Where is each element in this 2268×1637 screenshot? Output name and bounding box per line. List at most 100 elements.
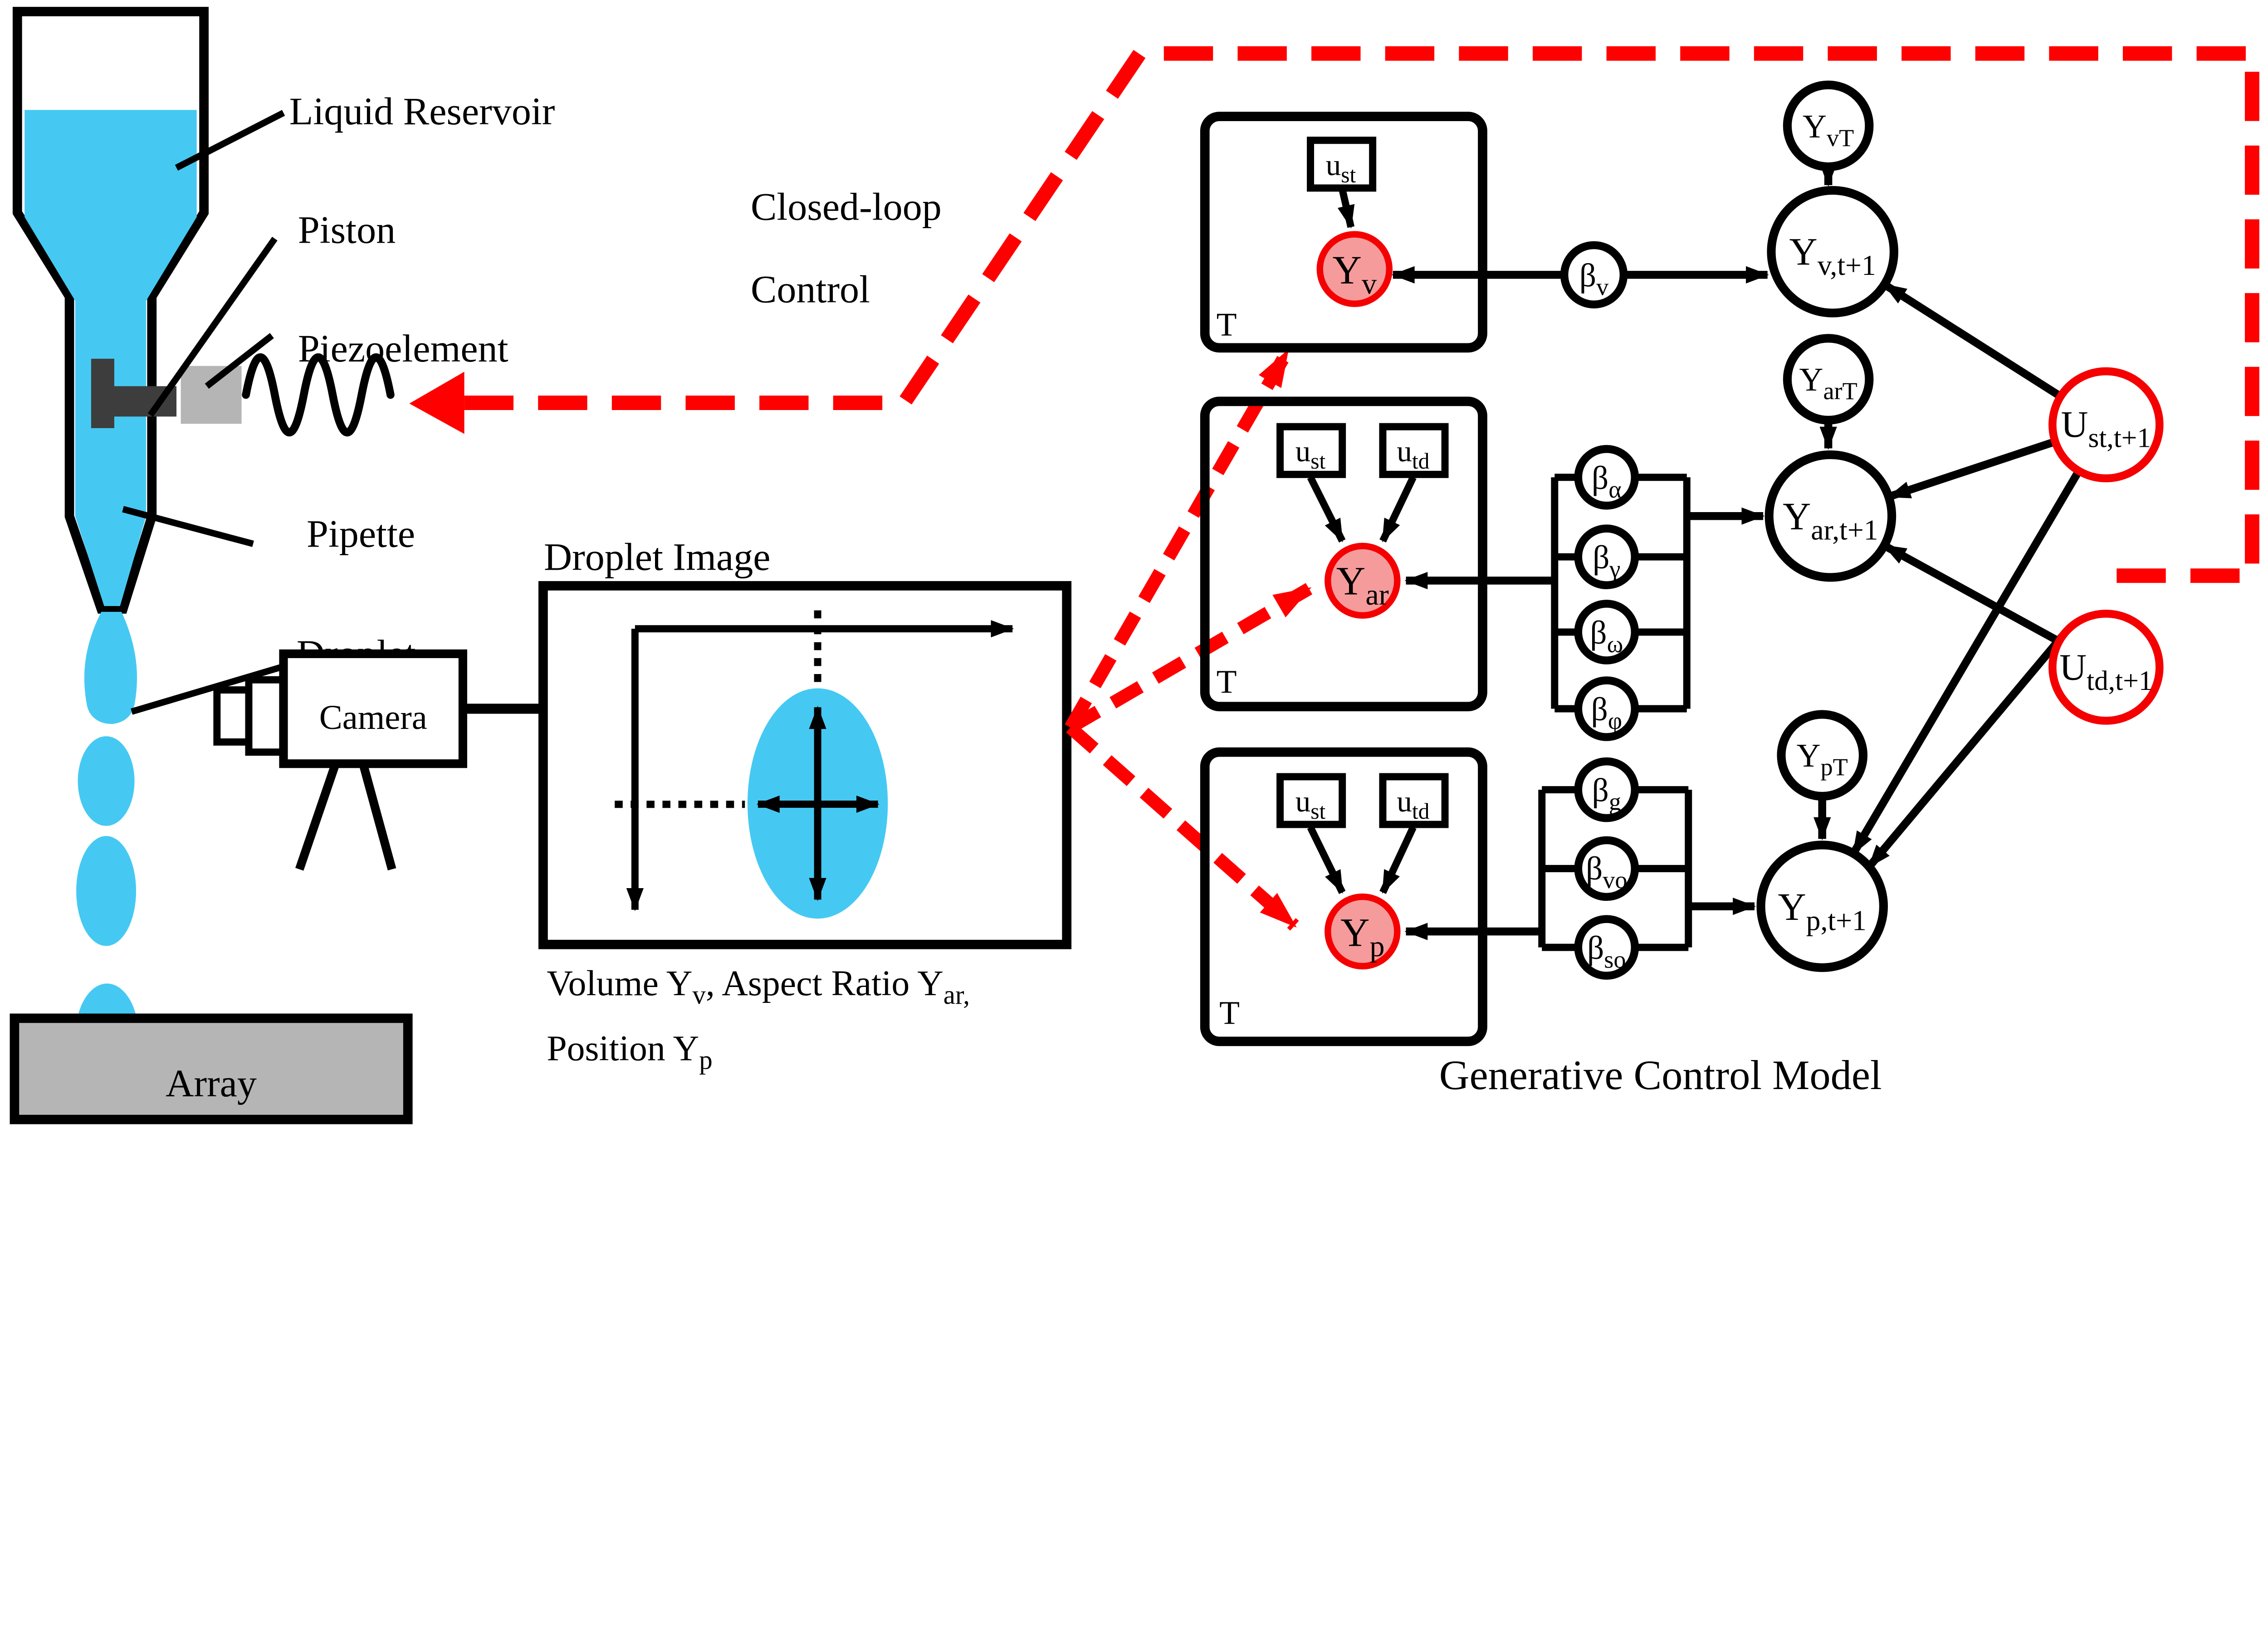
utd-box-position <box>1379 773 1449 828</box>
plate-position <box>1200 747 1487 1046</box>
droplet-1 <box>78 736 135 826</box>
piezoelement-label: Piezoelement <box>298 327 508 370</box>
droplet-tear <box>84 611 137 724</box>
edge-ust1-yart1 <box>1887 438 2057 501</box>
ust-box-aspect <box>1276 423 1346 478</box>
pointer-line-droplet <box>131 660 293 715</box>
edge-utd-yp <box>1379 826 1417 894</box>
edge-utd1-yart1 <box>1882 542 2061 645</box>
node-beta-alpha-label: βα <box>1592 459 1622 503</box>
node-beta-g <box>1574 757 1639 822</box>
edge-utd-yar <box>1379 475 1417 543</box>
array-label: Array <box>166 1061 257 1105</box>
plate-volume-T: T <box>1217 306 1237 343</box>
edge-ust-yar <box>1307 475 1346 543</box>
edge-ust-yv <box>1337 188 1355 229</box>
node-ypt1 <box>1756 840 1888 972</box>
node-beta-v <box>1560 241 1628 309</box>
node-beta-phi <box>1574 676 1639 741</box>
camera-lens-outer <box>213 686 253 746</box>
ust-label-position: ust <box>1295 785 1326 824</box>
node-yvt1 <box>1767 186 1898 318</box>
droplet-image-panel: Droplet Image Volume Yv, Aspect Ratio Ya… <box>538 535 1072 1075</box>
node-yv-label: Yv <box>1333 248 1377 300</box>
measurement-arrow-yp <box>1066 723 1299 931</box>
node-beta-v-label: βv <box>1579 257 1609 300</box>
node-beta-vo <box>1574 836 1639 901</box>
node-yp <box>1325 893 1401 970</box>
piezoelement-shape <box>181 366 242 424</box>
dispenser-apparatus: Array Liquid Reservoir Piston Piezoeleme… <box>10 7 555 1124</box>
node-beta-gamma <box>1574 524 1639 589</box>
droplet-2 <box>76 836 137 946</box>
figure-droplet-control-diagram: Array Liquid Reservoir Piston Piezoeleme… <box>10 7 2259 1124</box>
node-yar-label: Yar <box>1336 559 1389 611</box>
node-yart1 <box>1765 450 1897 582</box>
edge-ust1-ypt1 <box>1850 469 2082 856</box>
node-yarT <box>1783 334 1874 425</box>
pointer-line-piezo <box>205 333 274 389</box>
node-utd-t1 <box>2048 610 2164 725</box>
edge-utd1-ypt1 <box>1866 630 2068 870</box>
node-beta-vo-label: βvo <box>1586 850 1628 894</box>
pointer-line-reservoir <box>175 110 285 171</box>
tripod-leg-right <box>359 762 396 870</box>
camera-label: Camera <box>319 698 427 737</box>
node-ypT-label: YpT <box>1797 737 1848 781</box>
node-beta-omega-label: βω <box>1590 614 1623 658</box>
control-feedback-path <box>464 46 2259 583</box>
camera-lens-inner <box>245 676 287 756</box>
node-yart1-label: Yar,t+1 <box>1783 494 1878 546</box>
ust-label-volume: ust <box>1326 148 1356 187</box>
node-beta-alpha <box>1574 445 1639 510</box>
pipette-label: Pipette <box>307 512 415 555</box>
utd-box-aspect <box>1379 423 1449 478</box>
closed-loop-feedback: Closed-loop Control <box>409 46 2259 931</box>
droplet-image-title: Droplet Image <box>544 535 771 578</box>
reservoir-liquid <box>24 110 197 606</box>
generative-control-model: T ust Yv βv YvT Yv,t+1 T ust utd <box>1200 80 2164 1099</box>
utd-label-position: utd <box>1397 785 1429 824</box>
image-caption-line1: Volume Yv, Aspect Ratio Yar, <box>547 963 970 1010</box>
camera-icon: Camera <box>213 649 543 871</box>
array-plate <box>10 1013 413 1124</box>
node-ypT <box>1777 710 1868 801</box>
node-beta-so-label: βso <box>1587 929 1626 973</box>
plate-volume <box>1200 112 1487 353</box>
piston-label: Piston <box>298 208 396 252</box>
ust-label-aspect: ust <box>1295 435 1326 474</box>
node-beta-gamma-label: βγ <box>1593 539 1620 582</box>
node-ust-t1-label: Ust,t+1 <box>2061 403 2151 453</box>
node-yp-label: Yp <box>1340 910 1385 963</box>
node-beta-omega <box>1574 600 1639 665</box>
model-title: Generative Control Model <box>1439 1052 1882 1099</box>
node-ypt1-label: Yp,t+1 <box>1778 885 1867 936</box>
pointer-line-pipette <box>122 506 254 547</box>
node-beta-g-label: βg <box>1592 772 1621 816</box>
edge-ust-yp <box>1307 826 1346 894</box>
plate-aspect-ratio <box>1200 396 1487 712</box>
pointer-line-piston <box>147 237 278 417</box>
node-utd-t1-label: Utd,t+1 <box>2059 646 2152 696</box>
measurement-arrow-yv <box>1065 348 1293 731</box>
closed-loop-label-line1: Closed-loop <box>751 185 942 229</box>
node-ust-t1 <box>2048 367 2164 483</box>
node-beta-phi-label: βφ <box>1591 691 1622 734</box>
tripod-leg-left <box>295 762 340 871</box>
plate-position-T: T <box>1219 995 1240 1031</box>
ust-box-position <box>1276 773 1346 828</box>
node-yar <box>1325 542 1401 619</box>
image-caption-line2: Position Yp <box>547 1028 712 1075</box>
node-yv <box>1316 231 1393 307</box>
plate-aspect-T: T <box>1217 663 1237 700</box>
liquid-reservoir-label: Liquid Reservoir <box>289 89 555 133</box>
node-yvt1-label: Yv,t+1 <box>1789 230 1876 281</box>
node-yvT-label: YvT <box>1803 108 1854 151</box>
edge-ust1-yvt1 <box>1882 281 2063 400</box>
node-yarT-label: YarT <box>1799 361 1857 405</box>
closed-loop-label-line2: Control <box>751 267 870 311</box>
ust-box-volume <box>1307 137 1377 192</box>
feedback-arrowhead-icon <box>409 371 464 434</box>
utd-label-aspect: utd <box>1397 435 1429 474</box>
piezo-wave-icon <box>242 353 395 436</box>
